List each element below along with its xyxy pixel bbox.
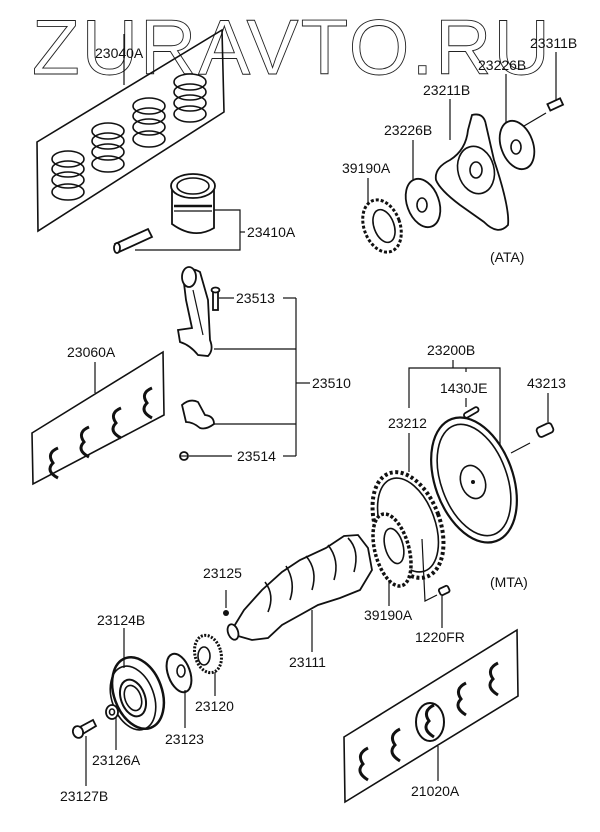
label-conrod-bolt[interactable]: 23513 (236, 290, 275, 306)
label-timing-sprocket[interactable]: 23120 (195, 698, 234, 714)
conrod-cap (180, 399, 215, 430)
bearing-shell (358, 746, 369, 782)
piston-ring-group (51, 150, 85, 201)
piston-ring-group (132, 97, 166, 148)
label-sensor-wheel-ata[interactable]: 39190A (342, 160, 391, 176)
conrod-nut (179, 451, 189, 461)
bracket-flywheel (408, 367, 501, 455)
bearing-shell (142, 386, 153, 420)
label-damper-pulley[interactable]: 23124B (97, 612, 145, 628)
bearing-shell (415, 702, 445, 742)
label-ring-gear[interactable]: 23212 (388, 415, 427, 431)
bearing-shell (48, 446, 59, 480)
flange (165, 652, 193, 694)
conrod-bearing-panel (31, 350, 165, 486)
label-adapter-plate-front[interactable]: 23226B (384, 122, 432, 138)
bearing-shell (488, 661, 499, 697)
bearing-shell (390, 727, 401, 763)
crankshaft-key (223, 610, 229, 616)
bearing-shell (79, 425, 90, 459)
flywheel-pin (463, 406, 480, 419)
label-piston-ring-set[interactable]: 23040A (95, 45, 144, 61)
bearing-shell (111, 406, 122, 440)
label-crankshaft[interactable]: 23111 (289, 654, 326, 670)
conrod-bolt (210, 286, 221, 311)
piston-ring-set-panel (36, 28, 225, 233)
variant-mta: (MTA) (490, 574, 528, 590)
connecting-rod (176, 266, 213, 357)
label-piston[interactable]: 23410A (247, 224, 296, 240)
label-main-bearing-set[interactable]: 21020A (411, 783, 460, 799)
label-adapter-plate-rear[interactable]: 23226B (478, 57, 526, 73)
label-sensor-bolt[interactable]: 1220FR (415, 629, 465, 645)
washer (105, 704, 119, 720)
drive-plate-bolt (546, 97, 565, 112)
label-key[interactable]: 23125 (203, 565, 242, 581)
label-flange[interactable]: 23123 (165, 731, 204, 747)
crankshaft (226, 534, 373, 641)
label-conrod-assy[interactable]: 23510 (312, 375, 351, 391)
label-sensor-wheel-mta[interactable]: 39190A (364, 607, 413, 623)
sensor-wheel-ata (361, 198, 403, 254)
label-pulley-bolt[interactable]: 23127B (60, 788, 108, 804)
label-conrod-bearing-set[interactable]: 23060A (67, 344, 116, 360)
label-flywheel-assy[interactable]: 23200B (427, 342, 475, 358)
drive-plate (434, 113, 510, 231)
bearing-shell (456, 681, 467, 717)
sensor-wheel-mta (371, 512, 413, 588)
adapter-plate-rear (498, 119, 536, 171)
piston-ring-group (91, 122, 125, 173)
piston-ring-group (173, 73, 207, 123)
pulley-bolt (71, 718, 98, 739)
label-conrod-nut[interactable]: 23514 (237, 448, 276, 464)
timing-sprocket (193, 633, 223, 675)
flywheel-bolt (535, 422, 555, 438)
leader-piston (135, 209, 241, 251)
leader-sensor-bolt (421, 538, 438, 602)
flywheel (430, 416, 518, 544)
label-pin[interactable]: 1430JE (440, 380, 487, 396)
damper-pulley (109, 656, 166, 731)
label-washer[interactable]: 23126A (92, 752, 141, 768)
label-drive-plate-bolt[interactable]: 23311B (530, 35, 577, 51)
label-flywheel-bolt[interactable]: 43213 (527, 375, 566, 391)
watermark: ZURAVTO.RU (32, 3, 552, 91)
adapter-plate-front (404, 177, 442, 229)
piston (170, 173, 216, 234)
variant-ata: (ATA) (490, 249, 524, 265)
label-drive-plate[interactable]: 23211B (423, 82, 470, 98)
sensor-bolt (437, 584, 451, 596)
main-bearing-panel (343, 628, 519, 804)
piston-pin (113, 227, 154, 254)
